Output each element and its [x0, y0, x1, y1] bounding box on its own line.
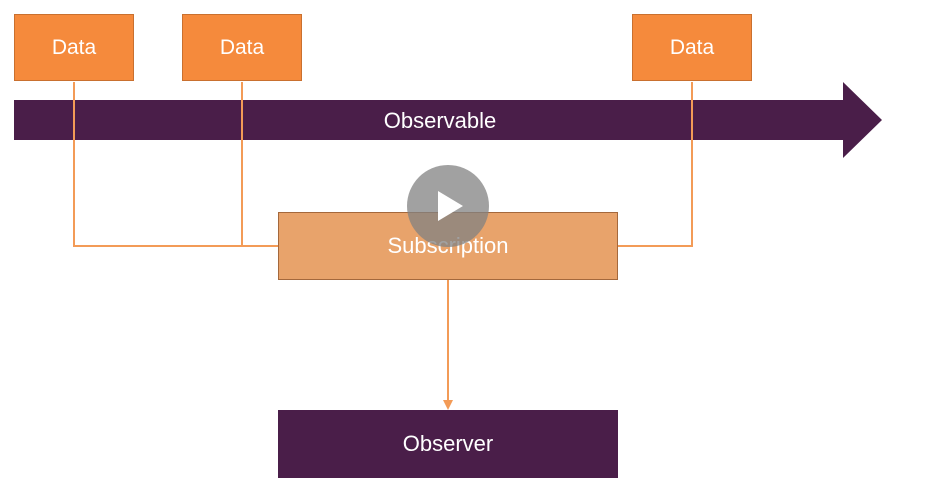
data-box-2: Data	[182, 14, 302, 81]
observer-label: Observer	[402, 431, 494, 456]
observer-box: Observer	[278, 410, 618, 478]
data-box-label: Data	[51, 35, 97, 59]
observable-arrow	[14, 82, 882, 158]
connector-data-3	[618, 82, 693, 247]
data-box-label: Data	[219, 35, 265, 59]
observable-label: Observable	[383, 108, 497, 133]
data-box-1: Data	[14, 14, 134, 81]
connector-data-1	[73, 82, 278, 247]
data-box-3: Data	[632, 14, 752, 81]
arrowhead-observer	[443, 400, 453, 410]
play-icon	[438, 191, 463, 221]
data-box-label: Data	[669, 35, 715, 59]
play-button[interactable]	[407, 165, 489, 247]
